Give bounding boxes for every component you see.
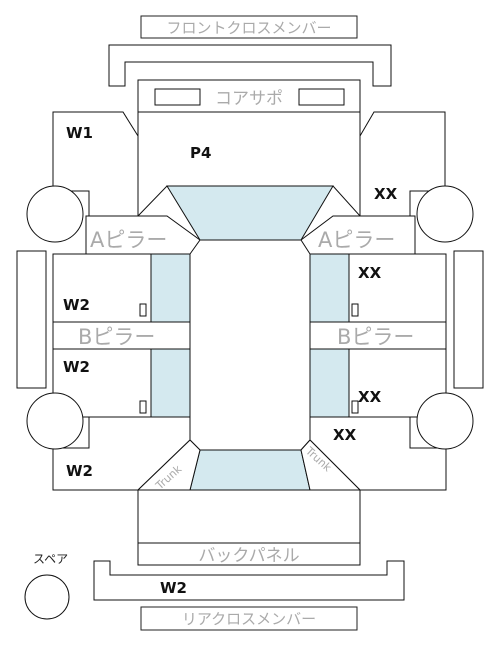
front-right-door-handle <box>351 303 359 317</box>
rear-right-tire[interactable] <box>416 392 474 450</box>
right-rear-window[interactable] <box>309 348 350 418</box>
rear-bumper[interactable] <box>93 560 405 601</box>
b-pillar-left-label: Bピラー <box>78 325 155 349</box>
rear-cross-member-box <box>140 606 358 631</box>
back-panel-label: バックパネル <box>198 546 299 566</box>
rear-cross-member-label: リアクロスメンバー <box>182 610 316 628</box>
right-front-window[interactable] <box>309 253 350 323</box>
front-right-door[interactable] <box>348 253 447 323</box>
rear-left-door-mark: W2 <box>63 358 90 376</box>
back-panel[interactable] <box>137 542 361 566</box>
front-left-tire[interactable] <box>26 185 84 243</box>
rear-right-door-mark: XX <box>358 388 382 406</box>
b-pillar-right[interactable] <box>309 321 447 350</box>
rear-left-quarter-mark: W2 <box>66 462 93 480</box>
b-pillar-left[interactable] <box>52 321 191 350</box>
core-support-left-light <box>154 88 201 106</box>
hood-mark: P4 <box>190 144 211 162</box>
core-support-right-light <box>298 88 345 106</box>
trunk-lid[interactable] <box>137 489 361 544</box>
spare-tire[interactable] <box>24 574 70 620</box>
front-right-fender-mark: XX <box>374 185 398 203</box>
left-rocker-panel[interactable] <box>16 250 47 389</box>
front-right-door-mark: XX <box>358 264 382 282</box>
front-left-door-mark: W2 <box>63 296 90 314</box>
rear-right-door-handle <box>351 400 359 414</box>
front-left-door-handle <box>139 303 147 317</box>
a-pillar-right-label: Aピラー <box>318 228 395 252</box>
rear-left-quarter[interactable] <box>52 416 191 491</box>
right-rocker-panel[interactable] <box>453 250 484 389</box>
front-right-tire[interactable] <box>416 185 474 243</box>
front-cross-member-label: フロントクロスメンバー <box>166 19 331 37</box>
rear-left-tire[interactable] <box>26 392 84 450</box>
rear-left-door-handle <box>139 400 147 414</box>
b-pillar-right-label: Bピラー <box>337 325 414 349</box>
front-bumper[interactable] <box>108 44 392 87</box>
a-pillar-left-label: Aピラー <box>90 228 167 252</box>
roof[interactable] <box>189 239 311 451</box>
spare-label: スペア <box>33 552 68 566</box>
left-rear-window[interactable] <box>150 348 191 418</box>
rear-bumper-mark: W2 <box>160 579 187 597</box>
left-front-window[interactable] <box>150 253 191 323</box>
rear-window[interactable] <box>189 449 311 491</box>
front-left-door[interactable] <box>52 253 152 323</box>
front-right-fender[interactable] <box>359 111 446 217</box>
rear-right-quarter-mark: XX <box>333 426 357 444</box>
front-left-fender-mark: W1 <box>66 124 93 142</box>
windshield[interactable] <box>166 185 334 241</box>
core-support-label: コアサポ <box>215 89 283 109</box>
front-cross-member-box <box>140 15 358 39</box>
